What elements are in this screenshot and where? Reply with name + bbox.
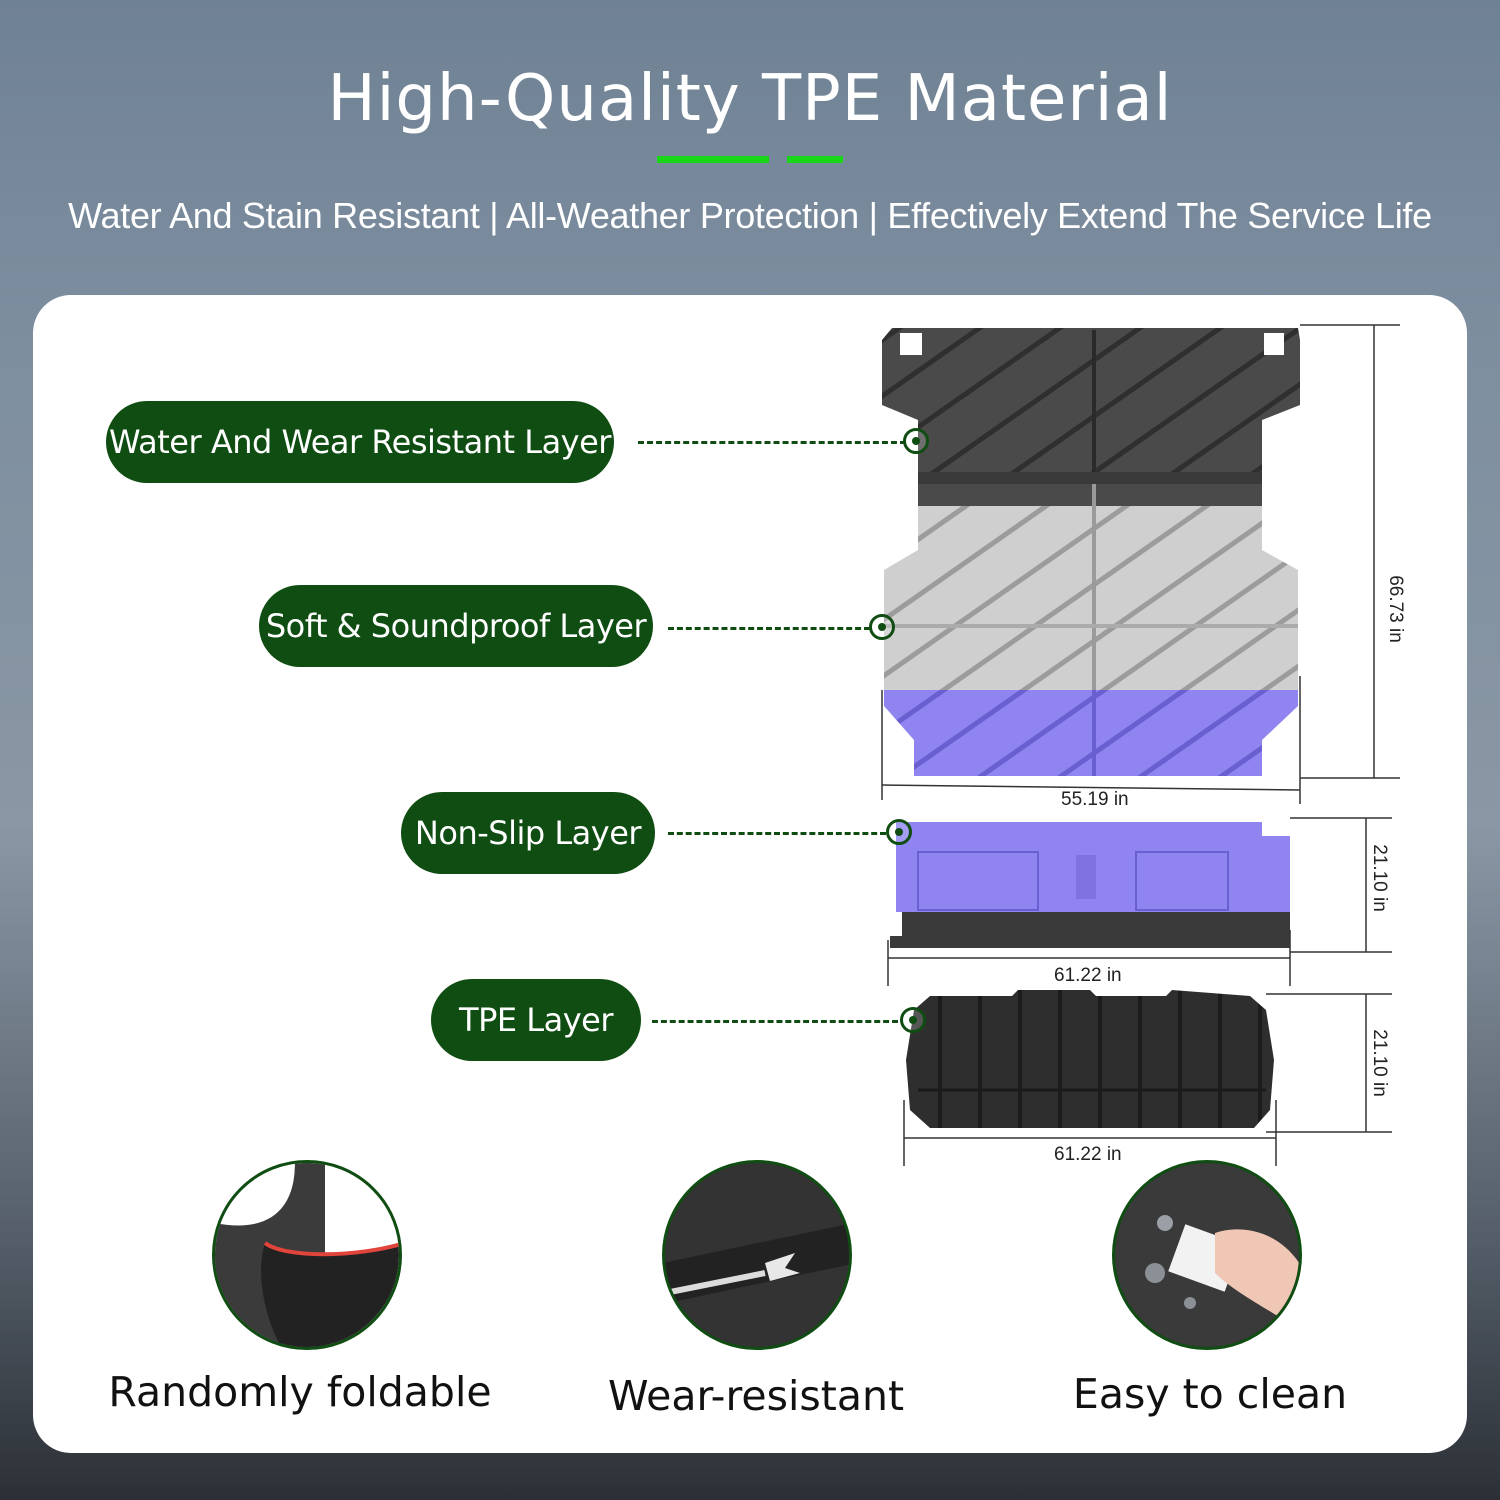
scratch-icon	[662, 1160, 852, 1350]
main-mat-purple-layer	[884, 690, 1298, 776]
feature-label-wear-resistant: Wear-resistant	[607, 1372, 905, 1420]
layer-pill-tpe: TPE Layer	[431, 979, 641, 1061]
wipe-icon	[1112, 1160, 1302, 1350]
leader-tpe	[652, 1020, 898, 1023]
layer-pill-water-wear: Water And Wear Resistant Layer	[106, 401, 614, 483]
back-mat-dimension-lines	[887, 817, 1392, 986]
marker-tpe	[900, 1007, 926, 1033]
page-subtitle: Water And Stain Resistant | All-Weather …	[68, 195, 1432, 236]
feature-label-foldable: Randomly foldable	[108, 1368, 492, 1416]
layer-pill-soft-soundproof: Soft & Soundproof Layer	[259, 585, 653, 667]
marker-water-wear	[903, 428, 929, 454]
main-mat-width-label: 55.19 in	[1061, 789, 1129, 810]
tpe-mat-dimension-lines	[903, 993, 1392, 1166]
page-title: High-Quality TPE Material	[327, 62, 1173, 136]
leader-water-wear	[638, 441, 906, 444]
main-mat-dark-layer	[882, 328, 1300, 484]
main-mat-dimension-lines	[881, 324, 1400, 804]
tpe-mat-height-label: 21.10 in	[1369, 1029, 1390, 1097]
accent-dash-left	[657, 156, 769, 163]
layer-pill-non-slip: Non-Slip Layer	[401, 792, 655, 874]
back-mat-width-label: 61.22 in	[1054, 965, 1122, 986]
back-mat	[890, 822, 1290, 948]
tpe-mat-width-label: 61.22 in	[1054, 1144, 1122, 1165]
tpe-mat	[906, 990, 1274, 1128]
marker-soft-soundproof	[869, 614, 895, 640]
accent-dash-right	[787, 156, 843, 163]
leader-non-slip	[668, 832, 886, 835]
fold-icon	[212, 1160, 402, 1350]
marker-non-slip	[886, 819, 912, 845]
feature-label-easy-clean: Easy to clean	[1072, 1370, 1348, 1418]
leader-soft-soundproof	[668, 627, 870, 630]
main-mat-height-label: 66.73 in	[1385, 575, 1406, 643]
back-mat-height-label: 21.10 in	[1369, 844, 1390, 912]
main-mat-grey-layer	[884, 484, 1298, 690]
